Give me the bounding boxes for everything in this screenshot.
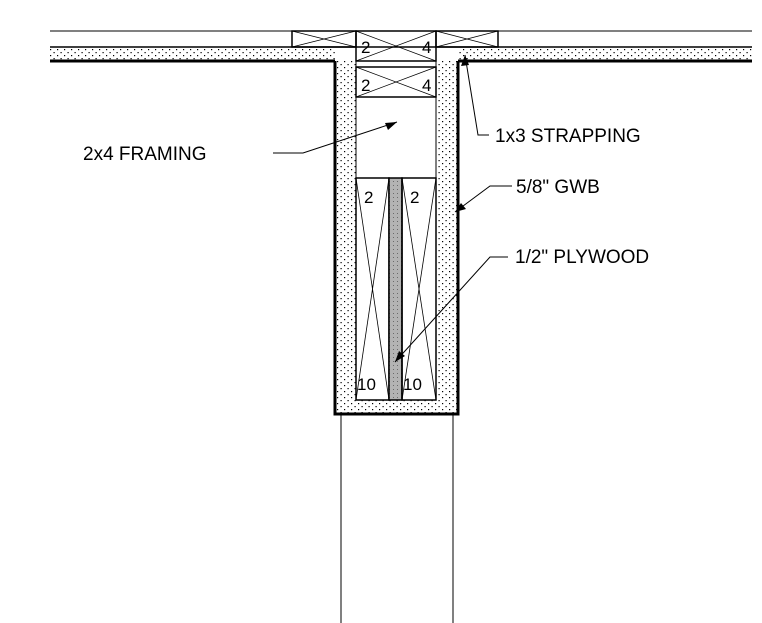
leader-plywood: 1/2" PLYWOOD (394, 247, 649, 363)
leader-framing: 2x4 FRAMING (83, 121, 398, 165)
beam-right-mark-2: 2 (410, 188, 419, 207)
beam-left: 2 10 (355, 177, 390, 401)
label-gwb: 5/8" GWB (516, 177, 600, 198)
leader-strapping: 1x3 STRAPPING (461, 54, 641, 147)
beam-left-mark-2: 2 (364, 188, 373, 207)
wall-below (340, 414, 454, 623)
beam-left-mark-10: 10 (357, 375, 376, 394)
beam-right: 2 10 (401, 177, 437, 401)
label-strapping: 1x3 STRAPPING (495, 126, 641, 147)
stud-mid: 2 4 (355, 66, 437, 98)
strapping-left (291, 30, 357, 48)
stud-top-mark-2: 2 (361, 38, 370, 57)
strapping-right (435, 30, 499, 48)
stud-mid-mark-4: 4 (422, 76, 431, 95)
plywood-flitch (388, 177, 403, 401)
leader-gwb: 5/8" GWB (454, 177, 600, 213)
beam-right-mark-10: 10 (403, 375, 422, 394)
gwb-band-left (50, 47, 335, 61)
stud-mid-mark-2: 2 (361, 76, 370, 95)
gwb-band-right (458, 47, 752, 61)
horizontal-wall (50, 30, 752, 63)
stud-top-mark-4: 4 (422, 38, 431, 57)
stud-top: 2 4 (355, 30, 437, 62)
label-plywood: 1/2" PLYWOOD (515, 247, 649, 268)
label-framing: 2x4 FRAMING (83, 144, 207, 165)
